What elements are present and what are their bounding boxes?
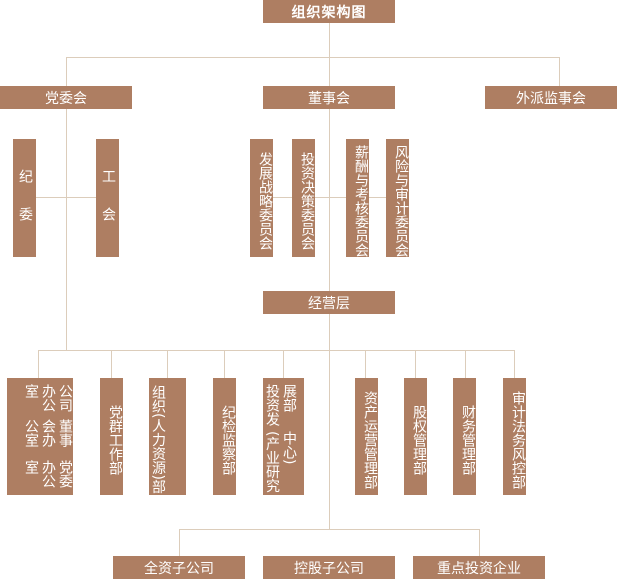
department-hr: 组织 (人力资源)部 [149, 378, 186, 495]
department-line: 公司办公室 [23, 384, 73, 412]
department-asset-operations: 资产运营管理部 [355, 378, 378, 495]
department-label: 审计法务风控部 [510, 390, 526, 489]
department-equity: 股权管理部 [404, 378, 427, 495]
department-discipline: 纪检监察部 [213, 378, 236, 495]
department-line: 组织 [150, 385, 166, 414]
party-committee-box: 党委会 [0, 86, 132, 109]
connector-line [283, 350, 284, 378]
holding-subsidiaries-box: 控股子公司 [263, 556, 395, 579]
compensation-committee-box: 薪酬与考核委员会 [346, 139, 369, 257]
department-line: 党委办公室 [23, 460, 73, 489]
connector-line [329, 22, 330, 529]
connector-line [273, 197, 386, 198]
department-audit-legal-risk: 审计法务风控部 [503, 378, 526, 495]
strategy-committee-box: 发展战略委员会 [250, 139, 273, 257]
connector-line [179, 529, 180, 556]
department-line: (人力资源)部 [150, 413, 166, 494]
connector-line [66, 57, 560, 58]
connector-line [38, 350, 39, 378]
wholly-owned-subsidiaries-box: 全资子公司 [113, 556, 245, 579]
department-label: 资产运营管理部 [362, 390, 378, 489]
connector-line [36, 197, 96, 198]
key-investments-box: 重点投资企业 [413, 556, 545, 579]
department-label: 纪检监察部 [220, 404, 236, 475]
connector-line [224, 350, 225, 378]
connector-line [38, 350, 514, 351]
connector-line [365, 350, 366, 378]
discipline-committee-label: 纪委 [17, 169, 33, 245]
department-label: 财务管理部 [460, 404, 476, 475]
connector-line [111, 350, 112, 378]
connector-line [179, 529, 480, 530]
department-line: 董事会办公室 [23, 418, 73, 447]
department-label: 党群工作部 [107, 404, 123, 475]
connector-line [167, 350, 168, 378]
org-chart-title: 组织架构图 [263, 0, 395, 23]
investment-committee-box: 投资决策委员会 [292, 139, 315, 257]
connector-line [514, 350, 515, 378]
connector-line [66, 57, 67, 350]
department-investment: 投资发展部 (产业研究中心) [263, 378, 304, 495]
board-box: 董事会 [263, 86, 395, 109]
connector-line [559, 57, 560, 86]
connector-line [415, 350, 416, 378]
supervisors-box: 外派监事会 [485, 86, 617, 109]
labor-union-label: 工会 [100, 169, 116, 245]
discipline-committee-box: 纪委 [13, 139, 36, 257]
department-line: (产业研究中心) [264, 431, 297, 493]
investment-committee-label: 投资决策委员会 [299, 152, 315, 250]
connector-line [479, 529, 480, 556]
department-label: 股权管理部 [411, 404, 427, 475]
management-box: 经营层 [263, 291, 395, 314]
risk-audit-committee-box: 风险与审计委员会 [386, 139, 409, 257]
department-finance: 财务管理部 [453, 378, 476, 495]
connector-line [465, 350, 466, 378]
labor-union-box: 工会 [96, 139, 119, 257]
strategy-committee-label: 发展战略委员会 [257, 152, 273, 250]
compensation-committee-label: 薪酬与考核委员会 [353, 145, 369, 257]
department-office: 公司办公室 董事会办公室 党委办公室 [7, 378, 73, 495]
department-line: 投资发展部 [264, 384, 297, 426]
risk-audit-committee-label: 风险与审计委员会 [393, 145, 409, 257]
department-party-affairs: 党群工作部 [100, 378, 123, 495]
